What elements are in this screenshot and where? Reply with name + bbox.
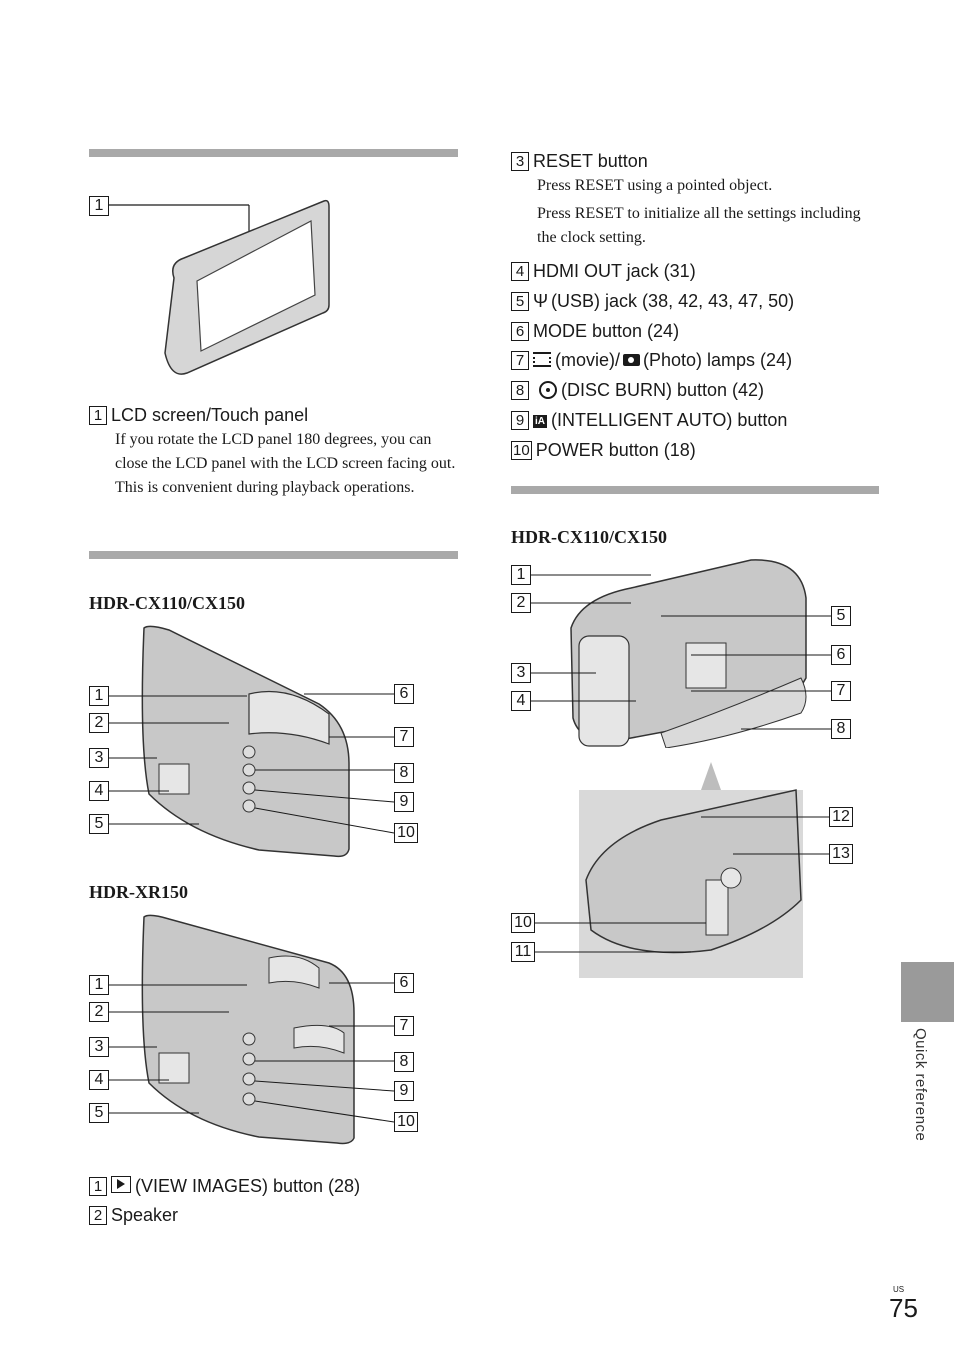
callout-3: 3 <box>511 663 531 683</box>
model-heading-right: HDR-CX110/CX150 <box>511 527 667 547</box>
item-number: 7 <box>511 351 529 370</box>
mode-label: MODE button (24) <box>533 321 680 341</box>
callout-5: 5 <box>89 1103 109 1123</box>
intelligent-auto-label: (INTELLIGENT AUTO) button <box>551 410 788 430</box>
callout-8: 8 <box>394 1052 414 1072</box>
region-code: US <box>893 1285 905 1294</box>
item-number: 3 <box>511 152 529 171</box>
left-item-1: 1 (VIEW IMAGES) button (28) <box>89 1175 360 1197</box>
callout-10: 10 <box>394 823 418 843</box>
item-number: 8 <box>511 381 529 400</box>
callout-11: 11 <box>511 942 535 962</box>
lcd-description: If you rotate the LCD panel 180 degrees,… <box>115 431 456 496</box>
intelligent-auto-icon: iA <box>533 415 547 428</box>
callout-2: 2 <box>511 593 531 613</box>
usb-label: (USB) jack (38, 42, 43, 47, 50) <box>551 291 795 311</box>
movie-icon <box>533 352 551 367</box>
callout-7: 7 <box>394 1016 414 1036</box>
quick-reference-label: Quick reference <box>912 1028 929 1142</box>
page-number: 75 <box>889 1293 918 1323</box>
callout-8: 8 <box>394 763 414 783</box>
reset-label: RESET button <box>533 151 648 171</box>
model-heading-cx110: HDR-CX110/CX150 <box>89 593 245 613</box>
photo-label: (Photo) lamps (24) <box>643 350 793 370</box>
item-number: 1 <box>89 406 107 425</box>
callout-6: 6 <box>394 973 414 993</box>
hdmi-label: HDMI OUT jack (31) <box>533 261 696 281</box>
camera-icon <box>623 354 641 366</box>
camcorder-left-figure-xr150: 1 2 3 4 5 6 7 8 9 10 <box>89 913 419 1145</box>
callout-8: 8 <box>831 719 851 739</box>
item-number: 9 <box>511 411 529 430</box>
callout-1: 1 <box>89 686 109 706</box>
callout-12: 12 <box>829 807 853 827</box>
callout-7: 7 <box>831 681 851 701</box>
movie-label: (movie)/ <box>555 350 621 370</box>
speaker-label: Speaker <box>111 1205 179 1225</box>
callout-2: 2 <box>89 713 109 733</box>
callout-3: 3 <box>89 1037 109 1057</box>
view-images-label: (VIEW IMAGES) button (28) <box>135 1176 361 1196</box>
callout-1: 1 <box>89 196 109 216</box>
quick-reference-tab <box>901 962 954 1022</box>
disc-burn-label: (DISC BURN) button (42) <box>561 380 765 400</box>
callout-10: 10 <box>511 913 535 933</box>
item-number: 1 <box>89 1177 107 1196</box>
section-divider <box>511 486 879 494</box>
item-number: 10 <box>511 441 532 460</box>
callout-4: 4 <box>511 691 531 711</box>
callout-5: 5 <box>831 606 851 626</box>
model-heading-xr150: HDR-XR150 <box>89 882 188 902</box>
item-number: 5 <box>511 292 529 311</box>
item-number: 6 <box>511 322 529 341</box>
callout-1: 1 <box>89 975 109 995</box>
callout-2: 2 <box>89 1002 109 1022</box>
callout-7: 7 <box>394 727 414 747</box>
power-label: POWER button (18) <box>535 440 696 460</box>
camcorder-bottom-figure: 12 13 10 11 <box>511 760 856 980</box>
right-item-8: 8 (DISC BURN) button (42) <box>511 379 764 401</box>
item-number: 2 <box>89 1206 107 1225</box>
item-number: 4 <box>511 262 529 281</box>
disc-burn-icon <box>539 381 557 399</box>
callout-6: 6 <box>831 645 851 665</box>
camcorder-side-figure: 1 2 3 4 5 6 7 8 <box>511 558 856 748</box>
callout-4: 4 <box>89 781 109 801</box>
callout-6: 6 <box>394 684 414 704</box>
callout-3: 3 <box>89 748 109 768</box>
view-images-icon <box>111 1176 131 1193</box>
section-divider <box>89 149 458 157</box>
section-divider <box>89 551 458 559</box>
reset-desc-2: Press RESET to initialize all the settin… <box>537 205 861 246</box>
callout-1: 1 <box>511 565 531 585</box>
lcd-panel-figure: 1 <box>89 193 359 388</box>
callout-10: 10 <box>394 1112 418 1132</box>
callout-5: 5 <box>89 814 109 834</box>
camcorder-left-figure-cx110: 1 2 3 4 5 6 7 8 9 10 <box>89 624 419 860</box>
right-item-9: 9 iA (INTELLIGENT AUTO) button <box>511 409 787 431</box>
callout-13: 13 <box>829 844 853 864</box>
callout-9: 9 <box>394 792 414 812</box>
callout-4: 4 <box>89 1070 109 1090</box>
lcd-screen-label: LCD screen/Touch panel <box>111 405 309 425</box>
reset-desc-1: Press RESET using a pointed object. <box>537 177 773 194</box>
right-item-7: 7 (movie)/ (Photo) lamps (24) <box>511 349 792 371</box>
usb-icon: Ψ <box>533 291 549 311</box>
callout-9: 9 <box>394 1081 414 1101</box>
